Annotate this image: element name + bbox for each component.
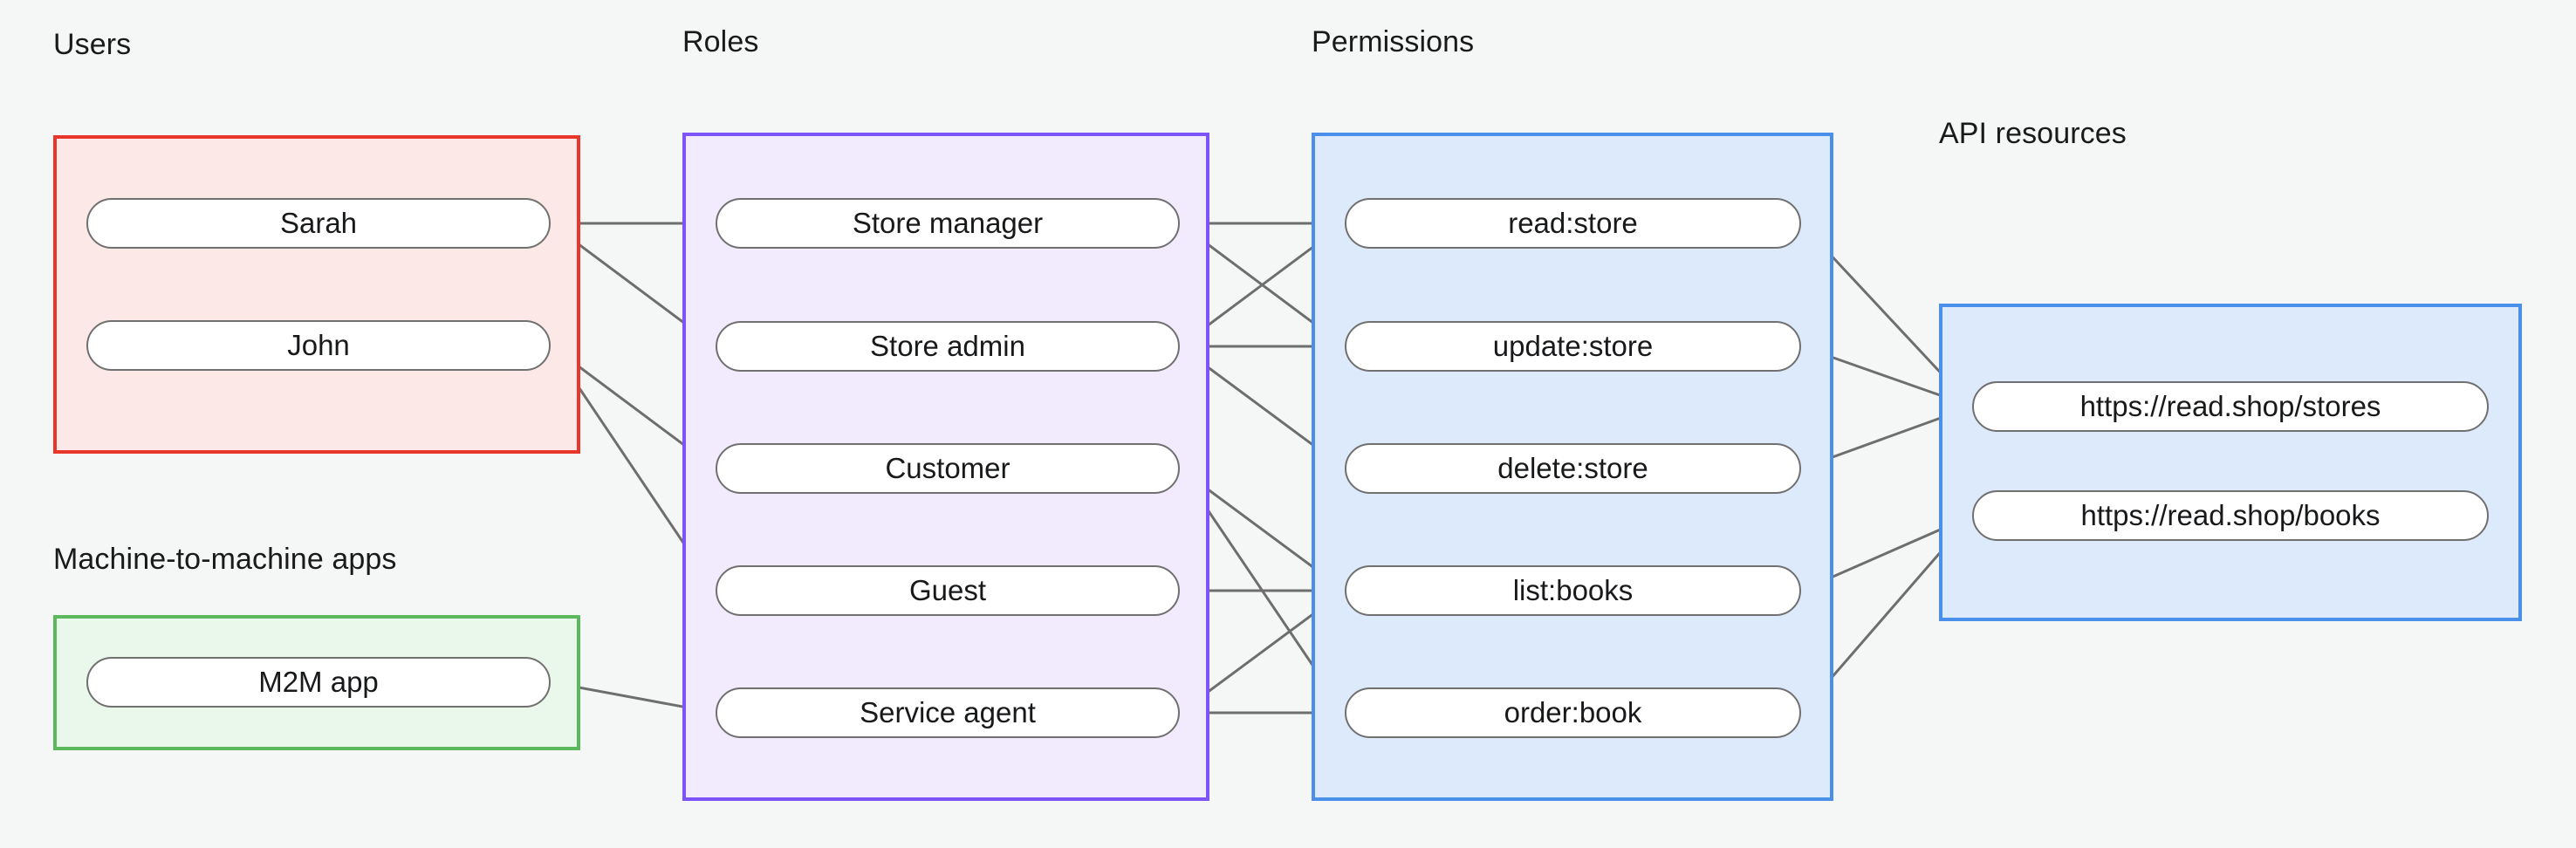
users-group — [53, 135, 580, 454]
role-node-service-agent[interactable]: Service agent — [716, 687, 1180, 738]
permission-node-list-books[interactable]: list:books — [1345, 565, 1801, 616]
api-resource-node-stores[interactable]: https://read.shop/stores — [1972, 381, 2489, 432]
api-resources-group — [1939, 304, 2522, 621]
permission-node-read-store[interactable]: read:store — [1345, 198, 1801, 249]
role-node-store-manager[interactable]: Store manager — [716, 198, 1180, 249]
permission-node-order-book[interactable]: order:book — [1345, 687, 1801, 738]
role-node-store-admin[interactable]: Store admin — [716, 321, 1180, 372]
user-node-john[interactable]: John — [86, 320, 551, 371]
role-node-guest[interactable]: Guest — [716, 565, 1180, 616]
api-resources-group-title: API resources — [1939, 117, 2127, 150]
m2m-group-title: Machine-to-machine apps — [53, 543, 397, 576]
permission-node-update-store[interactable]: update:store — [1345, 321, 1801, 372]
users-group-title: Users — [53, 28, 132, 61]
permission-node-delete-store[interactable]: delete:store — [1345, 443, 1801, 494]
user-node-sarah[interactable]: Sarah — [86, 198, 551, 249]
role-node-customer[interactable]: Customer — [716, 443, 1180, 494]
roles-group-title: Roles — [682, 25, 759, 58]
permissions-group-title: Permissions — [1312, 25, 1475, 58]
api-resource-node-books[interactable]: https://read.shop/books — [1972, 490, 2489, 541]
m2m-node-app[interactable]: M2M app — [86, 657, 551, 708]
